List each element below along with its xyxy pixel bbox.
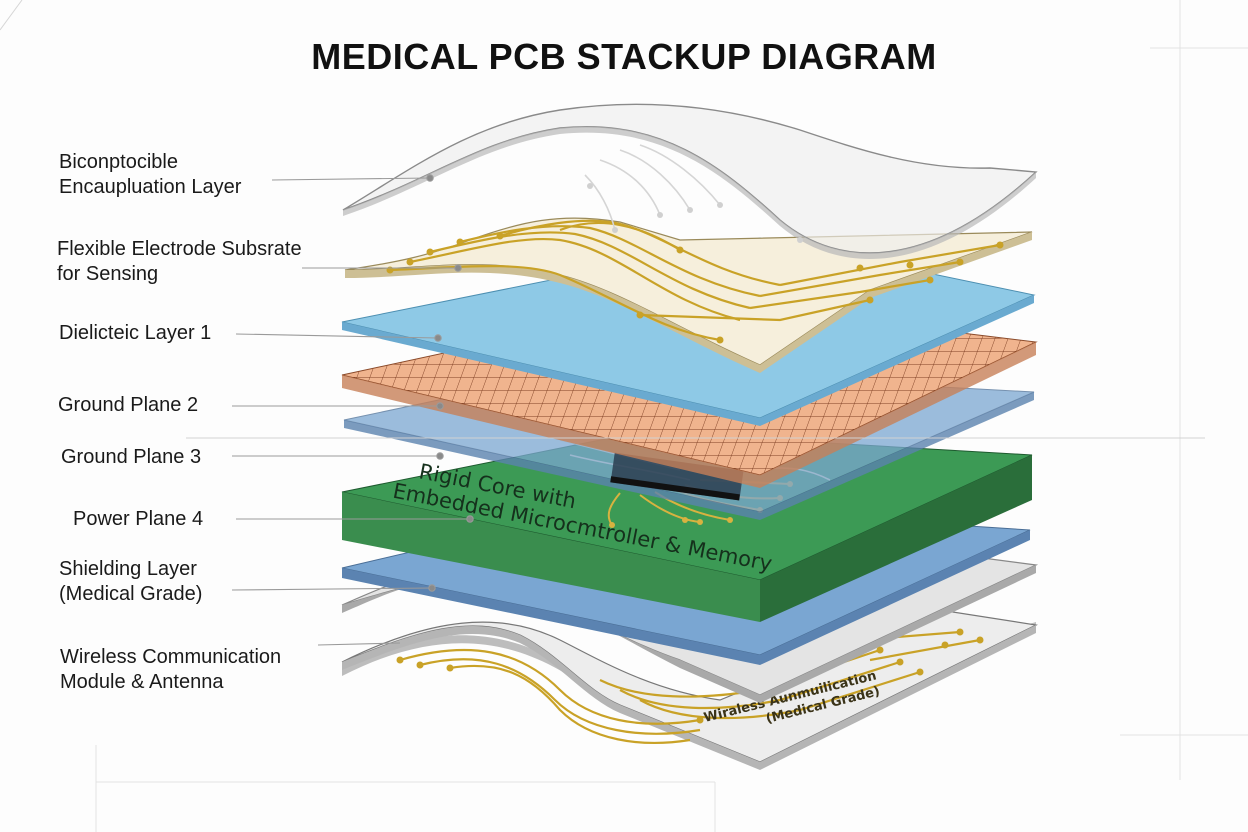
label-ground-plane-3: Ground Plane 3 — [61, 446, 202, 468]
label-ground-plane-2: Ground Plane 2 — [58, 394, 199, 416]
diagram-title: MEDICAL PCB STACKUP DIAGRAM — [311, 36, 937, 77]
leader-lines — [231, 174, 474, 646]
layer-encapsulation — [342, 103, 1038, 259]
label-shielding-layer: Shielding Layer(Medical Grade) — [59, 558, 203, 605]
layer-rigid-core: Rigid Core with Embedded Microcmtroller … — [341, 431, 1033, 622]
label-dielectric-layer: Dielicteic Layer 1 — [59, 322, 212, 344]
label-power-plane-4: Power Plane 4 — [73, 508, 204, 530]
